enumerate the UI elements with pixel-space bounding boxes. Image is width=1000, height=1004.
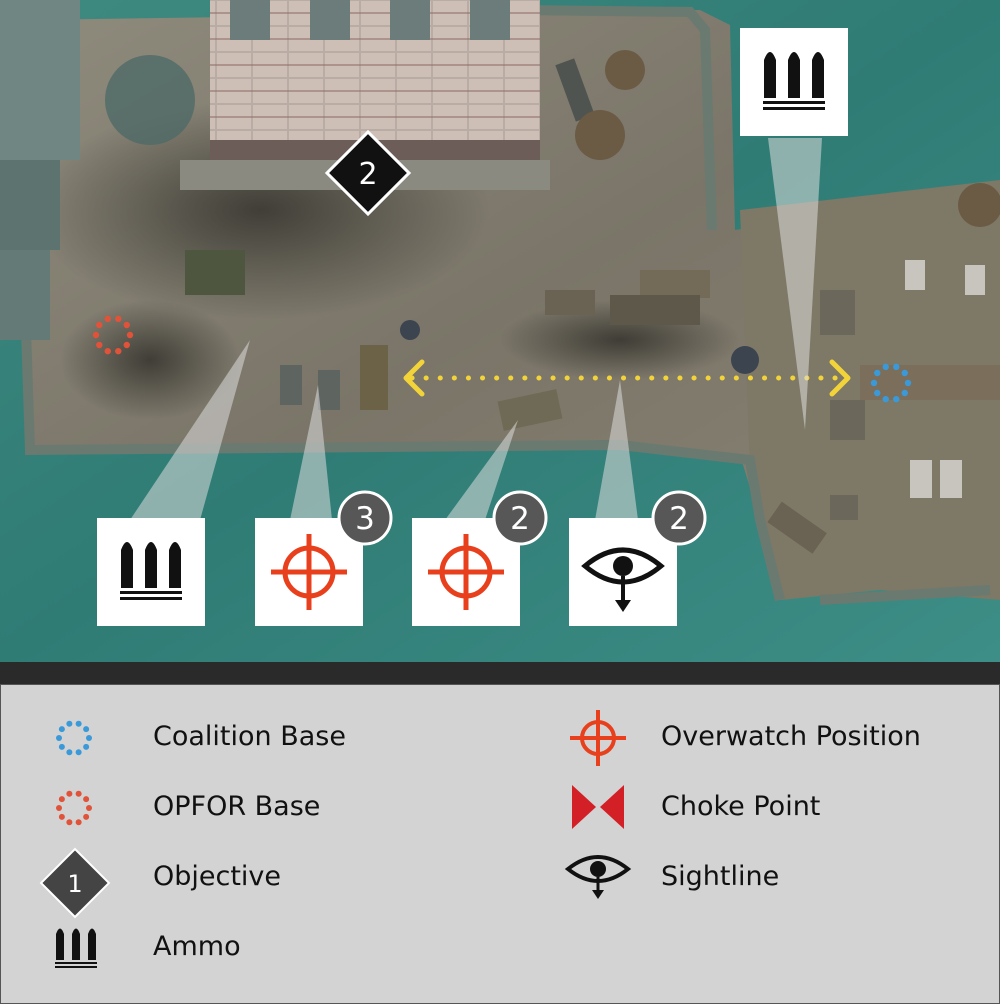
legend-panel: Coalition Base OPFOR Base 1 Objective Am… (0, 684, 1000, 1004)
legend-label-opfor-base: OPFOR Base (153, 791, 321, 822)
legend-label-ammo: Ammo (153, 931, 241, 962)
base-marker-dot (66, 720, 73, 727)
legend-label-choke-point: Choke Point (661, 791, 821, 822)
base-marker-dot (83, 813, 90, 820)
base-marker-dot (75, 720, 82, 727)
legend-label-sightline: Sightline (661, 861, 780, 892)
crosshair-icon (271, 534, 347, 610)
eye-icon (564, 855, 632, 899)
sightline-path (403, 359, 851, 397)
base-marker-dot (96, 341, 103, 349)
structures (280, 50, 1000, 554)
eye-icon (581, 547, 665, 612)
callout-pointers (130, 138, 822, 520)
base-marker-dot (66, 819, 73, 826)
choke-point-icon (572, 785, 624, 829)
base-marker-dot (75, 749, 82, 756)
base-marker-dot (104, 347, 111, 355)
opfor-base-marker (92, 315, 134, 355)
callout-overwatch-2[interactable]: 2 (412, 490, 548, 626)
crosshair-icon (570, 710, 626, 766)
base-marker-dot (86, 735, 92, 741)
callout-ammo-east[interactable] (740, 28, 848, 136)
base-marker-dot (66, 749, 73, 756)
legend-label-objective: Objective (153, 861, 282, 892)
base-marker-dot (893, 395, 900, 403)
objective-marker-number: 2 (358, 157, 377, 192)
base-marker-dot (56, 805, 62, 811)
west-buildings (0, 0, 245, 340)
base-marker-dot (882, 363, 889, 371)
base-marker-dot (901, 389, 908, 397)
base-marker-dot (115, 315, 122, 323)
base-marker-dot (83, 726, 90, 733)
ammo-icon (763, 52, 825, 110)
base-marker-dot (83, 743, 90, 750)
ammo-icon (55, 928, 97, 968)
base-marker-dot (115, 347, 122, 355)
base-marker-dot (58, 813, 65, 820)
base-marker-dot (901, 369, 908, 377)
callout-overwatch-3[interactable]: 3 (255, 490, 393, 626)
base-marker-dot (66, 790, 73, 797)
crosshair-icon (428, 534, 504, 610)
base-marker-dot (75, 819, 82, 826)
aerial-map: 2 (0, 0, 1000, 662)
opfor-base-icon (56, 790, 92, 826)
objective-icon: 1 (39, 847, 111, 919)
count-badge: 3 (337, 490, 393, 546)
svg-text:3: 3 (355, 501, 375, 537)
base-marker-dot (874, 369, 881, 377)
base-marker-dot (882, 395, 889, 403)
perimeter-walls (20, 5, 991, 605)
callout-sightline-2[interactable]: 2 (569, 490, 707, 626)
base-marker-dot (874, 389, 881, 397)
base-marker-dot (58, 743, 65, 750)
objective-marker[interactable]: 2 (324, 129, 412, 217)
base-marker-dot (870, 379, 878, 387)
base-marker-dot (83, 796, 90, 803)
base-marker-dot (86, 805, 92, 811)
base-marker-dot (104, 315, 111, 323)
base-marker-dot (58, 726, 65, 733)
count-badge: 2 (492, 490, 548, 546)
ammo-icon (120, 542, 182, 600)
base-marker-dot (904, 379, 912, 387)
base-marker-dot (75, 790, 82, 797)
legend-label-overwatch: Overwatch Position (661, 721, 921, 752)
base-marker-dot (92, 331, 100, 339)
base-marker-dot (123, 321, 130, 329)
base-marker-dot (126, 331, 134, 339)
base-marker-dot (893, 363, 900, 371)
objective-icon-number: 1 (67, 870, 82, 898)
base-marker-dot (56, 735, 62, 741)
divider (0, 662, 1000, 684)
coalition-base-marker (870, 363, 912, 403)
svg-text:2: 2 (510, 501, 530, 537)
legend-label-coalition-base: Coalition Base (153, 721, 346, 752)
svg-text:2: 2 (669, 501, 689, 537)
count-badge: 2 (651, 490, 707, 546)
base-marker-dot (96, 321, 103, 329)
coalition-base-icon (56, 720, 92, 756)
callout-ammo-west[interactable] (97, 518, 205, 626)
base-marker-dot (123, 341, 130, 349)
base-marker-dot (58, 796, 65, 803)
